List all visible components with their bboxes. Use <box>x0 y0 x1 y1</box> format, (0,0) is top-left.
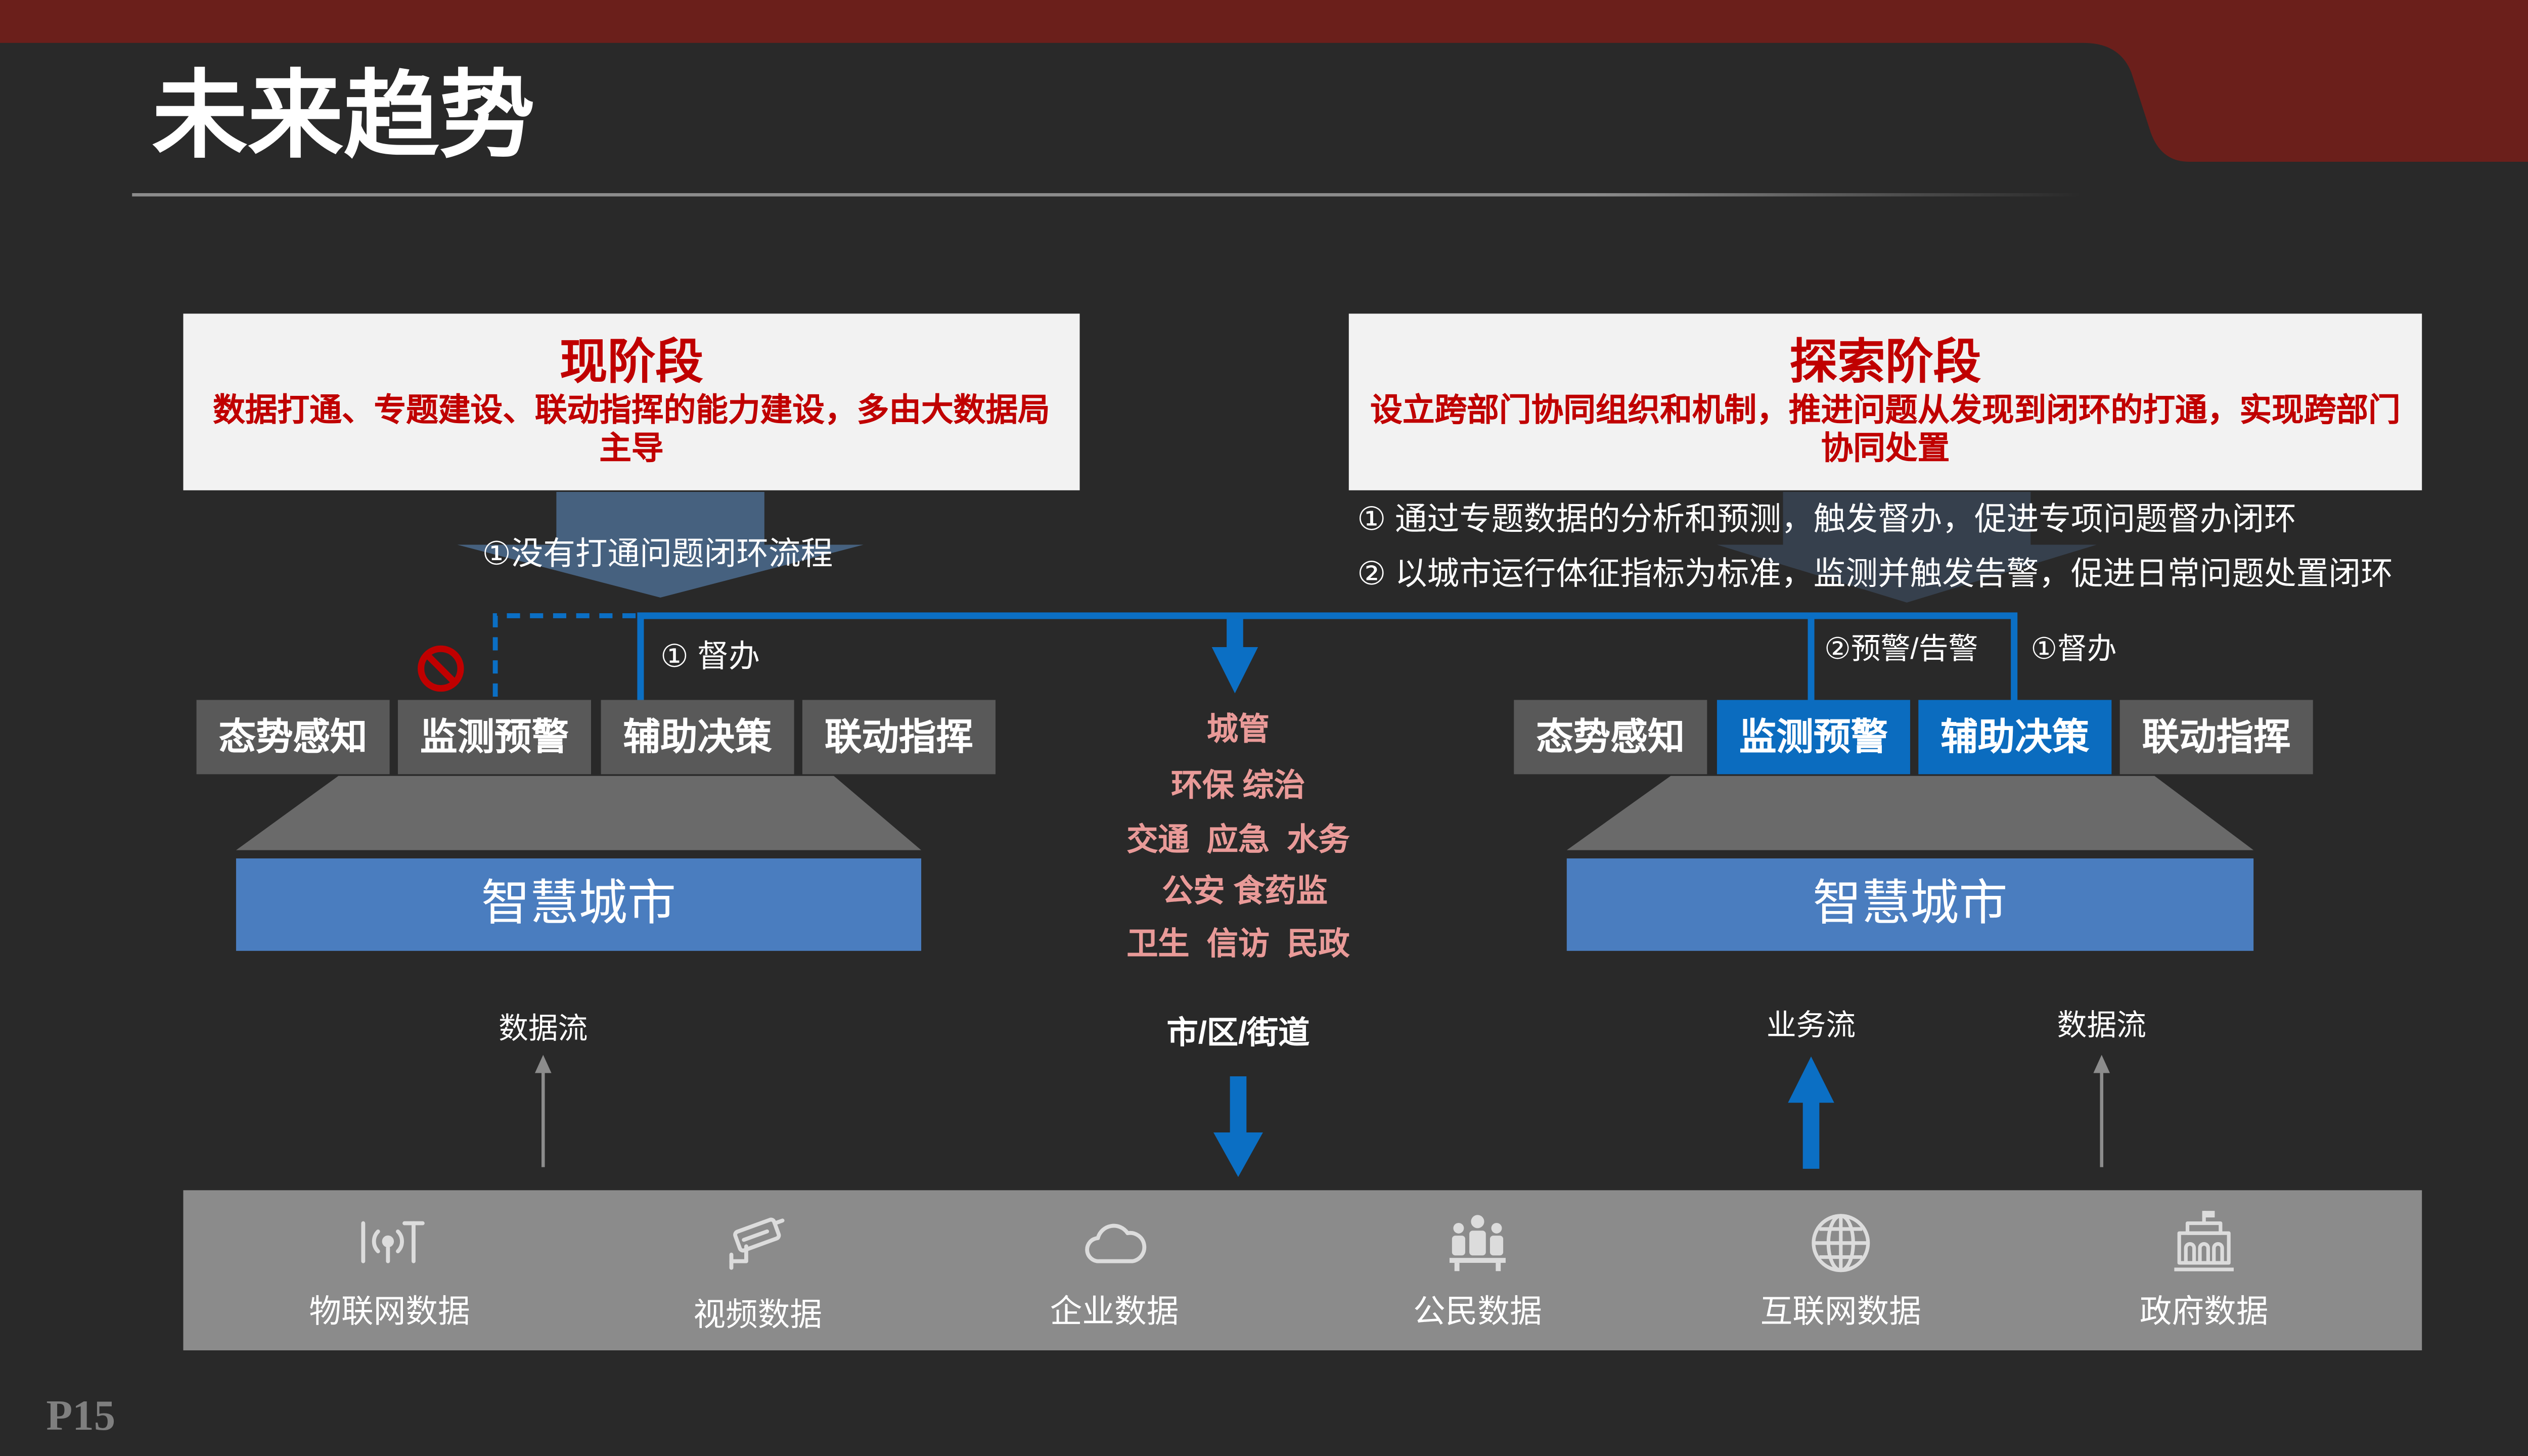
left-smart-city-platform: 智慧城市 <box>236 858 922 951</box>
left-data-flow-arrow <box>534 1055 552 1167</box>
data-source-item: 企业数据 <box>950 1190 1280 1350</box>
data-source-item: 视频数据 <box>593 1190 923 1350</box>
business-flow-label: 业务流 <box>1766 1009 1856 1042</box>
left-capability-decision-support: 辅助决策 <box>601 700 794 775</box>
right-platform-trapezoid <box>1566 776 2254 850</box>
globe-icon <box>1812 1214 1870 1272</box>
no-entry-icon <box>418 645 464 692</box>
exploration-stage-box: 探索阶段 设立跨部门协同组织和机制，推进问题从发现到闭环的打通，实现跨部门协同处… <box>1348 313 2422 490</box>
data-source-label: 视频数据 <box>693 1297 823 1334</box>
right-supervise-label: ①督办 <box>2030 632 2117 665</box>
right-capability-situation-awareness: 态势感知 <box>1514 700 1707 775</box>
supervise-connector-line <box>637 612 2018 700</box>
data-source-item: 政府数据 <box>2039 1190 2369 1350</box>
right-data-flow-label: 数据流 <box>2057 1009 2146 1042</box>
page-number: P15 <box>46 1391 116 1440</box>
data-sources-bar: 物联网数据 视频数据 企业数据 <box>183 1190 2422 1351</box>
right-capability-joint-command: 联动指挥 <box>2119 700 2313 775</box>
data-source-item: 公民数据 <box>1313 1190 1643 1350</box>
department-row: 环保 综治 <box>1171 769 1305 804</box>
left-platform-trapezoid <box>236 776 922 850</box>
title-underline <box>132 193 2081 197</box>
data-source-label: 物联网数据 <box>309 1294 470 1331</box>
missing-loop-note: ①没有打通问题闭环流程 <box>482 536 833 573</box>
data-source-item: 互联网数据 <box>1676 1190 2006 1350</box>
left-data-flow-label: 数据流 <box>499 1012 588 1045</box>
alert-label: ②预警/告警 <box>1824 632 1978 665</box>
current-stage-description: 数据打通、专题建设、联动指挥的能力建设，多由大数据局主导 <box>213 393 1050 468</box>
data-source-label: 企业数据 <box>1050 1294 1179 1331</box>
department-row: 城管 <box>1206 713 1270 748</box>
department-row: 卫生 信访 民政 <box>1126 928 1350 963</box>
header-red-band <box>0 0 2528 162</box>
business-flow-up-arrow <box>1788 1056 1834 1169</box>
dispatch-down-arrow <box>1211 619 1258 694</box>
exploration-note-2: ② 以城市运行体征指标为标准，监测并触发告警，促进日常问题处置闭环 <box>1357 556 2393 593</box>
department-row: 交通 应急 水务 <box>1126 824 1350 858</box>
administrative-levels: 市/区/街道 <box>1166 1017 1310 1052</box>
exploration-note-1: ① 通过专题数据的分析和预测，触发督办，促进专项问题督办闭环 <box>1357 502 2296 538</box>
government-building-icon <box>2174 1211 2234 1271</box>
cctv-camera-icon <box>729 1217 785 1270</box>
right-data-flow-arrow <box>2093 1055 2110 1167</box>
department-row: 公安 食药监 <box>1162 875 1328 910</box>
data-source-item: 物联网数据 <box>224 1190 555 1350</box>
cloud-icon <box>1085 1223 1147 1263</box>
exploration-stage-heading: 探索阶段 <box>1789 337 1981 390</box>
right-smart-city-platform: 智慧城市 <box>1566 858 2254 951</box>
missing-loop-dashed-line <box>492 613 638 697</box>
right-capability-decision-support: 辅助决策 <box>1918 700 2112 775</box>
data-source-label: 政府数据 <box>2139 1294 2269 1331</box>
left-supervise-label: ① 督办 <box>660 640 760 675</box>
right-capability-monitoring-warning: 监测预警 <box>1717 700 1910 775</box>
current-stage-heading: 现阶段 <box>559 337 704 390</box>
exploration-stage-down-arrow <box>1717 492 2097 603</box>
left-capability-situation-awareness: 态势感知 <box>196 700 390 775</box>
left-capability-monitoring-warning: 监测预警 <box>397 700 591 775</box>
iot-icon <box>361 1221 425 1263</box>
slide-title: 未来趋势 <box>152 63 535 170</box>
levels-down-arrow <box>1213 1076 1263 1177</box>
exploration-stage-description: 设立跨部门协同组织和机制，推进问题从发现到闭环的打通，实现跨部门协同处置 <box>1370 393 2401 468</box>
data-source-label: 互联网数据 <box>1760 1294 1921 1331</box>
people-icon <box>1449 1215 1506 1271</box>
header-banner <box>0 0 2528 162</box>
left-capability-joint-command: 联动指挥 <box>802 700 996 775</box>
current-stage-box: 现阶段 数据打通、专题建设、联动指挥的能力建设，多由大数据局主导 <box>183 313 1080 490</box>
data-source-label: 公民数据 <box>1413 1294 1542 1331</box>
